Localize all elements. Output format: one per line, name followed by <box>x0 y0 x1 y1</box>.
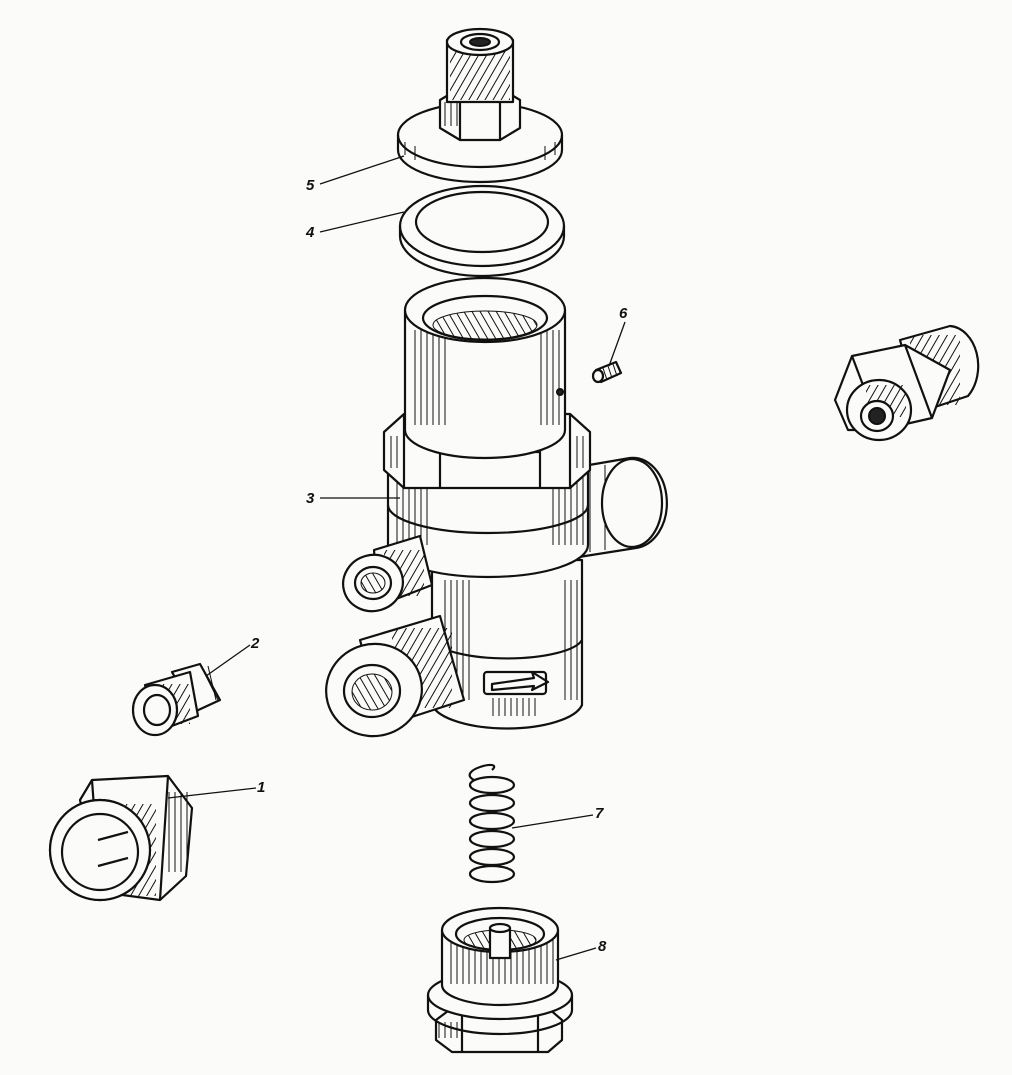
leader-1 <box>167 787 257 799</box>
part-1-union-nut <box>48 774 194 902</box>
leader-4 <box>319 211 405 233</box>
callout-labels: 1 2 3 4 5 6 7 8 <box>250 177 628 955</box>
outlet-fitting-right <box>833 324 980 442</box>
leader-lines <box>167 155 626 961</box>
callout-6: 6 <box>619 305 628 322</box>
callout-2: 2 <box>250 635 260 652</box>
leader-8 <box>555 947 597 961</box>
leader-6 <box>608 321 626 367</box>
part-4-seal-ring <box>398 184 566 278</box>
leader-2 <box>205 644 251 677</box>
part-5-top-fitting <box>396 27 564 184</box>
part-6-set-screw <box>591 360 623 384</box>
leader-7 <box>511 814 594 829</box>
leader-5 <box>319 155 405 185</box>
callout-8: 8 <box>598 938 607 955</box>
callout-5: 5 <box>306 177 315 194</box>
part-8-bottom-plug <box>426 906 574 1054</box>
part-7-spring <box>468 763 516 884</box>
callout-7: 7 <box>595 805 604 822</box>
callout-3: 3 <box>306 490 315 507</box>
callout-4: 4 <box>305 224 315 241</box>
part-3-valve-body <box>325 276 668 738</box>
part-2-nipple <box>131 662 222 737</box>
callout-1: 1 <box>257 779 265 796</box>
